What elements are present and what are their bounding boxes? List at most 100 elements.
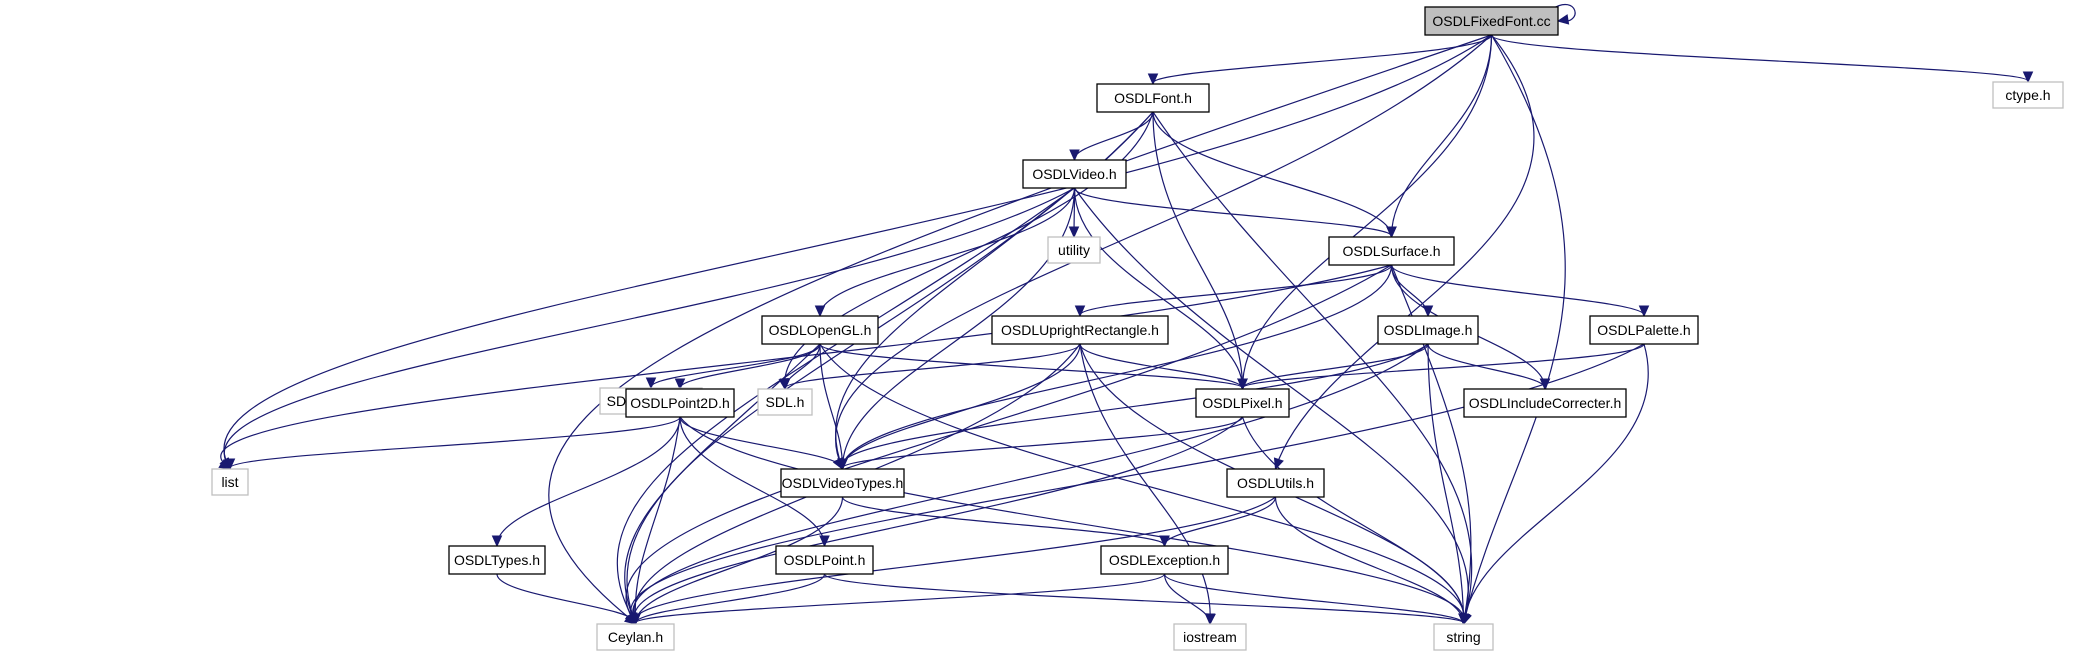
edge-exception-to-iostream bbox=[1163, 573, 1211, 624]
edge-point2d-to-point-arrowhead bbox=[819, 535, 830, 548]
edge-fixedfont-to-surface bbox=[1390, 34, 1493, 237]
edge-video-to-surface bbox=[1073, 187, 1393, 237]
edge-image-to-pixel bbox=[1241, 343, 1429, 389]
edge-font-to-ceylan bbox=[626, 111, 1154, 624]
node-label: OSDLIncludeCorrecter.h bbox=[1469, 395, 1622, 411]
node-box bbox=[991, 315, 1169, 345]
node-ceylan: Ceylan.h bbox=[596, 623, 675, 651]
node-label: iostream bbox=[1183, 629, 1237, 645]
edge-surface-to-ceylan bbox=[625, 264, 1392, 624]
node-label: OSDLUprightRectangle.h bbox=[1001, 322, 1159, 338]
edge-surface-to-palette-arrowhead bbox=[1638, 305, 1650, 318]
edge-video-to-videotypes bbox=[841, 187, 1076, 469]
node-font[interactable]: OSDLFont.h bbox=[1096, 83, 1210, 113]
edge-fixedfont-to-string bbox=[1462, 34, 1566, 624]
node-fixedfont: OSDLFixedFont.cc bbox=[1424, 6, 1559, 36]
edge-exception-to-iostream-arrowhead bbox=[1204, 613, 1216, 626]
node-box bbox=[596, 623, 675, 651]
node-label: list bbox=[221, 474, 238, 490]
node-box bbox=[1047, 236, 1101, 264]
edge-surface-to-upright-arrowhead bbox=[1074, 305, 1086, 318]
edge-upright-to-pixel bbox=[1079, 343, 1244, 389]
edge-fixedfont-to-ceylan bbox=[548, 34, 1492, 624]
node-box bbox=[1589, 315, 1699, 345]
dependency-edges bbox=[218, 3, 2034, 626]
node-box bbox=[1195, 388, 1290, 418]
node-label: OSDLTypes.h bbox=[454, 552, 540, 568]
edge-surface-to-list bbox=[220, 264, 1392, 469]
edge-point2d-to-ceylan bbox=[634, 416, 681, 624]
edge-utils-to-exception bbox=[1163, 496, 1277, 546]
node-includecorr[interactable]: OSDLIncludeCorrecter.h bbox=[1463, 388, 1627, 418]
node-videotypes[interactable]: OSDLVideoTypes.h bbox=[780, 468, 905, 498]
node-label: OSDLOpenGL.h bbox=[769, 322, 872, 338]
edge-font-to-surface bbox=[1152, 111, 1393, 237]
edge-palette-to-pixel-arrowhead bbox=[1237, 378, 1248, 391]
node-utility: utility bbox=[1047, 236, 1101, 264]
node-label: string bbox=[1446, 629, 1480, 645]
edge-videotypes-to-ceylan bbox=[634, 496, 844, 624]
edge-video-to-string bbox=[1074, 187, 1469, 624]
node-types[interactable]: OSDLTypes.h bbox=[448, 545, 546, 575]
edge-palette-to-pixel bbox=[1241, 343, 1645, 389]
edge-image-to-videotypes bbox=[841, 343, 1429, 469]
edge-opengl-to-point2d bbox=[679, 343, 821, 389]
edge-surface-to-palette bbox=[1390, 264, 1645, 316]
edge-fixedfont-to-font bbox=[1152, 34, 1493, 84]
node-label: OSDLFixedFont.cc bbox=[1432, 13, 1550, 29]
node-label: SDL.h bbox=[766, 394, 805, 410]
edge-palette-to-string bbox=[1462, 343, 1649, 624]
node-opengl[interactable]: OSDLOpenGL.h bbox=[761, 315, 879, 345]
edge-pixel-to-ceylan bbox=[633, 416, 1243, 624]
node-box bbox=[780, 468, 905, 498]
node-surface[interactable]: OSDLSurface.h bbox=[1328, 236, 1455, 266]
node-label: OSDLFont.h bbox=[1114, 90, 1192, 106]
node-exception[interactable]: OSDLException.h bbox=[1100, 545, 1229, 575]
node-box bbox=[448, 545, 546, 575]
node-box bbox=[1377, 315, 1479, 345]
node-video[interactable]: OSDLVideo.h bbox=[1022, 159, 1127, 189]
node-image[interactable]: OSDLImage.h bbox=[1377, 315, 1479, 345]
node-string: string bbox=[1433, 623, 1494, 651]
edge-video-to-utility-arrowhead bbox=[1068, 226, 1080, 239]
edge-fixedfont-to-font-arrowhead bbox=[1147, 73, 1159, 86]
edge-opengl-to-string bbox=[819, 343, 1465, 624]
edge-fixedfont-to-pixel bbox=[1241, 34, 1493, 389]
edge-exception-to-string bbox=[1163, 573, 1465, 624]
node-point2d[interactable]: OSDLPoint2D.h bbox=[625, 388, 735, 418]
node-utils[interactable]: OSDLUtils.h bbox=[1226, 468, 1325, 498]
node-sdl: SDL.h bbox=[757, 388, 813, 416]
edge-utils-to-exception-arrowhead bbox=[1159, 535, 1170, 548]
node-box bbox=[757, 388, 813, 416]
node-palette[interactable]: OSDLPalette.h bbox=[1589, 315, 1699, 345]
edge-upright-to-sdl-arrowhead bbox=[779, 378, 791, 391]
node-label: OSDLImage.h bbox=[1384, 322, 1473, 338]
node-box bbox=[1173, 623, 1247, 651]
node-label: ctype.h bbox=[2005, 87, 2050, 103]
node-box bbox=[1992, 81, 2064, 109]
node-label: OSDLSurface.h bbox=[1342, 243, 1440, 259]
node-label: Ceylan.h bbox=[608, 629, 663, 645]
node-pixel[interactable]: OSDLPixel.h bbox=[1195, 388, 1290, 418]
node-box bbox=[775, 545, 874, 575]
node-label: OSDLVideo.h bbox=[1032, 166, 1116, 182]
edge-video-to-opengl-arrowhead bbox=[814, 305, 826, 318]
edge-pixel-to-videotypes bbox=[841, 416, 1244, 469]
node-label: OSDLPoint.h bbox=[784, 552, 866, 568]
node-point[interactable]: OSDLPoint.h bbox=[775, 545, 874, 575]
node-box bbox=[761, 315, 879, 345]
node-box bbox=[1022, 159, 1127, 189]
edge-point2d-to-videotypes bbox=[679, 416, 844, 469]
edge-point-to-string bbox=[823, 573, 1465, 624]
node-label: OSDLUtils.h bbox=[1237, 475, 1314, 491]
node-label: utility bbox=[1058, 242, 1090, 258]
edge-exception-to-ceylan bbox=[634, 573, 1166, 624]
edge-point-to-ceylan bbox=[634, 573, 826, 624]
node-label: OSDLException.h bbox=[1109, 552, 1220, 568]
node-list: list bbox=[211, 468, 249, 496]
node-upright[interactable]: OSDLUprightRectangle.h bbox=[991, 315, 1169, 345]
edge-point2d-to-types bbox=[496, 416, 681, 546]
node-ctype: ctype.h bbox=[1992, 81, 2064, 109]
node-iostream: iostream bbox=[1173, 623, 1247, 651]
